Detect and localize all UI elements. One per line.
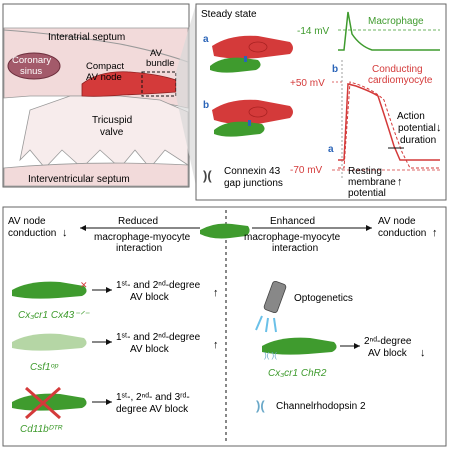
cardiomyocyte-trace-b [338,81,440,169]
bottom-panel-border [2,206,447,447]
reduced-1: Reduced [118,216,158,227]
anatomy-panel: Interatrial septum Coronary sinus Compac… [2,3,190,188]
label-av-bundle-1: AV [150,48,163,59]
label-conducting-1: Conducting [372,64,423,75]
cross-line-2 [25,386,61,420]
row3-outcome-1: 1ˢᵗ-, 2ⁿᵈ- and 3ʳᵈ- [116,392,190,403]
mv-neg70: -70 mV [290,165,323,176]
row2-arrow-up: ↑ [213,339,219,351]
label-ap-2: potential [398,123,436,134]
label-interventricular-septum: Interventricular septum [28,174,130,185]
label-rest-2: membrane [348,177,396,188]
coronary-sinus-shape [7,52,61,80]
label-compact-2: AV node [86,72,122,83]
row1-outcome-2: AV block [130,292,170,303]
right-header-arrow: ↑ [432,227,438,239]
myocyte-b [212,99,293,125]
label-cell-b: b [203,100,209,111]
channelrhodopsin-marks: )( )( [264,351,277,360]
center-macrophage [200,223,250,239]
blocked-junction-row1: ✕ [80,280,88,290]
label-rest-1: Resting [348,166,382,177]
steady-state-panel: Steady state a b )( Connexin 43 gap junc… [195,3,447,201]
opto-outcome-1: 2ⁿᵈ-degree [364,336,412,347]
left-header-1: AV node [8,216,46,227]
flashlight-icon [255,280,287,333]
label-macrophage: Macrophage [368,16,424,27]
macrophage-row2 [12,333,87,351]
trace-label-b: b [332,64,338,75]
steady-state-title: Steady state [201,9,257,20]
gap-junction-a [244,56,247,62]
optogenetics-label: Optogenetics [294,293,353,304]
label-ap-1: Action [397,111,425,122]
macrophage-b [214,121,265,137]
reduced-2: macrophage-myocyte [94,232,191,243]
label-tricuspid-2: valve [100,127,124,138]
macrophage-trace [338,11,440,51]
mv-neg14: -14 mV [297,26,330,37]
ap-arrow: ↓ [436,122,442,134]
enhanced-2: macrophage-myocyte [244,232,341,243]
row1-arrow-up: ↑ [213,287,219,299]
opto-outcome-2: AV block [368,348,408,359]
left-header-arrow: ↓ [62,227,68,239]
right-header-2: conduction [378,228,426,239]
opto-model: Cx₃cr1 ChR2 [268,368,327,379]
cardiomyocyte-trace [338,83,440,161]
label-coronary-sinus-2: sinus [20,66,42,77]
label-cell-a: a [203,34,209,45]
legend-gap-2: gap junctions [224,178,283,189]
mv-pos50: +50 mV [290,78,325,89]
label-conducting-2: cardiomyocyte [368,75,433,86]
left-header-2: conduction [8,228,56,239]
label-interatrial-septum: Interatrial septum [48,32,125,43]
label-coronary-sinus-1: Coronary [12,55,51,66]
gap-junction-b [248,120,251,126]
zoom-connector [176,4,196,186]
macrophage-opto [262,337,337,355]
label-ap-3: duration [400,135,436,146]
opto-arrow-down: ↓ [420,347,426,359]
myocyte-a [212,35,293,59]
rest-arrow: ↑ [397,176,403,188]
row3-outcome-2: degree AV block [116,404,189,415]
channelrhodopsin-icon: )( [256,398,265,413]
label-rest-3: potential [348,188,386,199]
channelrhodopsin-label: Channelrhodopsin 2 [276,401,366,412]
row3-model: Cd11bᴰᵀᴿ [20,424,62,435]
right-header-1: AV node [378,216,416,227]
label-av-bundle-2: bundle [146,58,175,69]
macrophage-a [210,57,261,73]
label-tricuspid-1: Tricuspid [92,115,132,126]
row1-model: Cx₃cr1 Cx43⁻ᐟ⁻ [18,310,90,321]
reduced-3: interaction [116,243,162,254]
macrophage-row3 [12,393,87,411]
myocyte-b-nucleus [248,106,268,118]
interatrial-ridge [3,29,189,63]
label-compact-1: Compact [86,61,124,72]
myocyte-a-nucleus [248,41,268,53]
legend-gap-1: Connexin 43 [224,166,281,177]
gap-junction-icon: )( [203,168,212,183]
row1-outcome-1: 1ˢᵗ- and 2ⁿᵈ-degree [116,280,201,291]
row2-outcome-1: 1ˢᵗ- and 2ⁿᵈ-degree [116,332,201,343]
enhanced-3: interaction [272,243,318,254]
bottom-panel: AV node conduction ↓ Reduced macrophage-… [2,206,447,447]
enhanced-1: Enhanced [270,216,315,227]
ventricular-septum-band [3,162,189,187]
row2-model: Csf1ᵒᵖ [30,362,59,373]
trace-label-a: a [328,144,334,155]
row2-outcome-2: AV block [130,344,170,355]
macrophage-row1 [12,281,87,299]
